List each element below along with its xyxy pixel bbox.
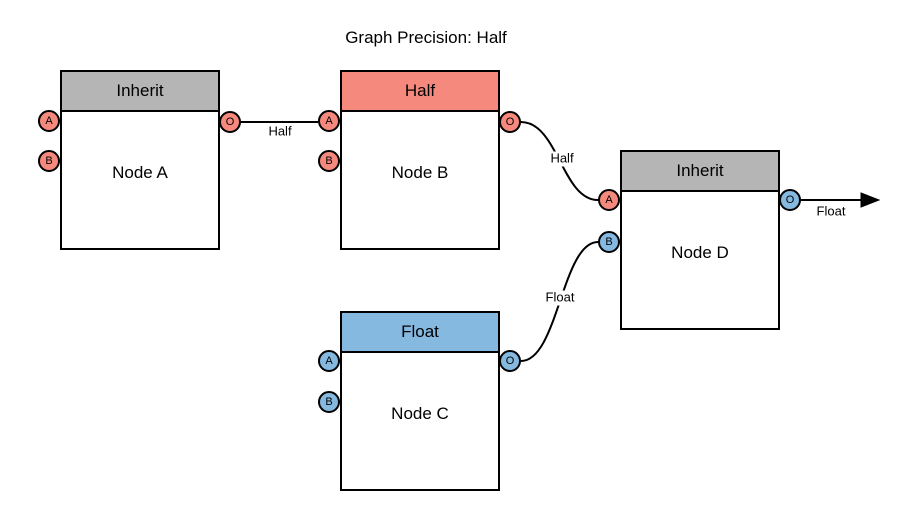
node-d-port-a[interactable]: A bbox=[598, 189, 620, 211]
edge-noded-output[interactable] bbox=[801, 192, 881, 208]
node-a-label: Node A bbox=[112, 163, 168, 182]
node-c[interactable]: Float Node C bbox=[340, 311, 500, 491]
node-a[interactable]: Inherit Node A bbox=[60, 70, 220, 250]
node-b-port-a[interactable]: A bbox=[318, 110, 340, 132]
node-b-port-b[interactable]: B bbox=[318, 150, 340, 172]
node-d-header: Inherit bbox=[622, 152, 778, 192]
node-d-body: Node D bbox=[622, 192, 778, 328]
edge-label-a-to-b: Half bbox=[266, 123, 294, 140]
node-d[interactable]: Inherit Node D bbox=[620, 150, 780, 330]
output-arrowhead-icon bbox=[860, 192, 881, 208]
node-c-port-b[interactable]: B bbox=[318, 391, 340, 413]
node-d-port-b[interactable]: B bbox=[598, 231, 620, 253]
node-a-port-b[interactable]: B bbox=[38, 150, 60, 172]
edge-label-c-to-d: Float bbox=[543, 289, 577, 306]
edge-label-output: Float bbox=[814, 203, 848, 220]
node-c-port-a[interactable]: A bbox=[318, 350, 340, 372]
node-a-body: Node A bbox=[62, 112, 218, 248]
node-b-header: Half bbox=[342, 72, 498, 112]
node-c-body: Node C bbox=[342, 353, 498, 489]
node-c-header: Float bbox=[342, 313, 498, 353]
node-a-header: Inherit bbox=[62, 72, 218, 112]
diagram-title: Graph Precision: Half bbox=[345, 28, 507, 47]
node-c-label: Node C bbox=[391, 404, 449, 423]
node-b-port-o[interactable]: O bbox=[499, 111, 521, 133]
node-b-body: Node B bbox=[342, 112, 498, 248]
edge-label-b-to-d: Half bbox=[548, 150, 576, 167]
node-d-port-o[interactable]: O bbox=[779, 189, 801, 211]
node-c-port-o[interactable]: O bbox=[499, 350, 521, 372]
node-b-label: Node B bbox=[391, 163, 449, 182]
node-d-label: Node D bbox=[671, 243, 729, 262]
node-b[interactable]: Half Node B bbox=[340, 70, 500, 250]
node-a-port-a[interactable]: A bbox=[38, 110, 60, 132]
node-a-port-o[interactable]: O bbox=[219, 111, 241, 133]
